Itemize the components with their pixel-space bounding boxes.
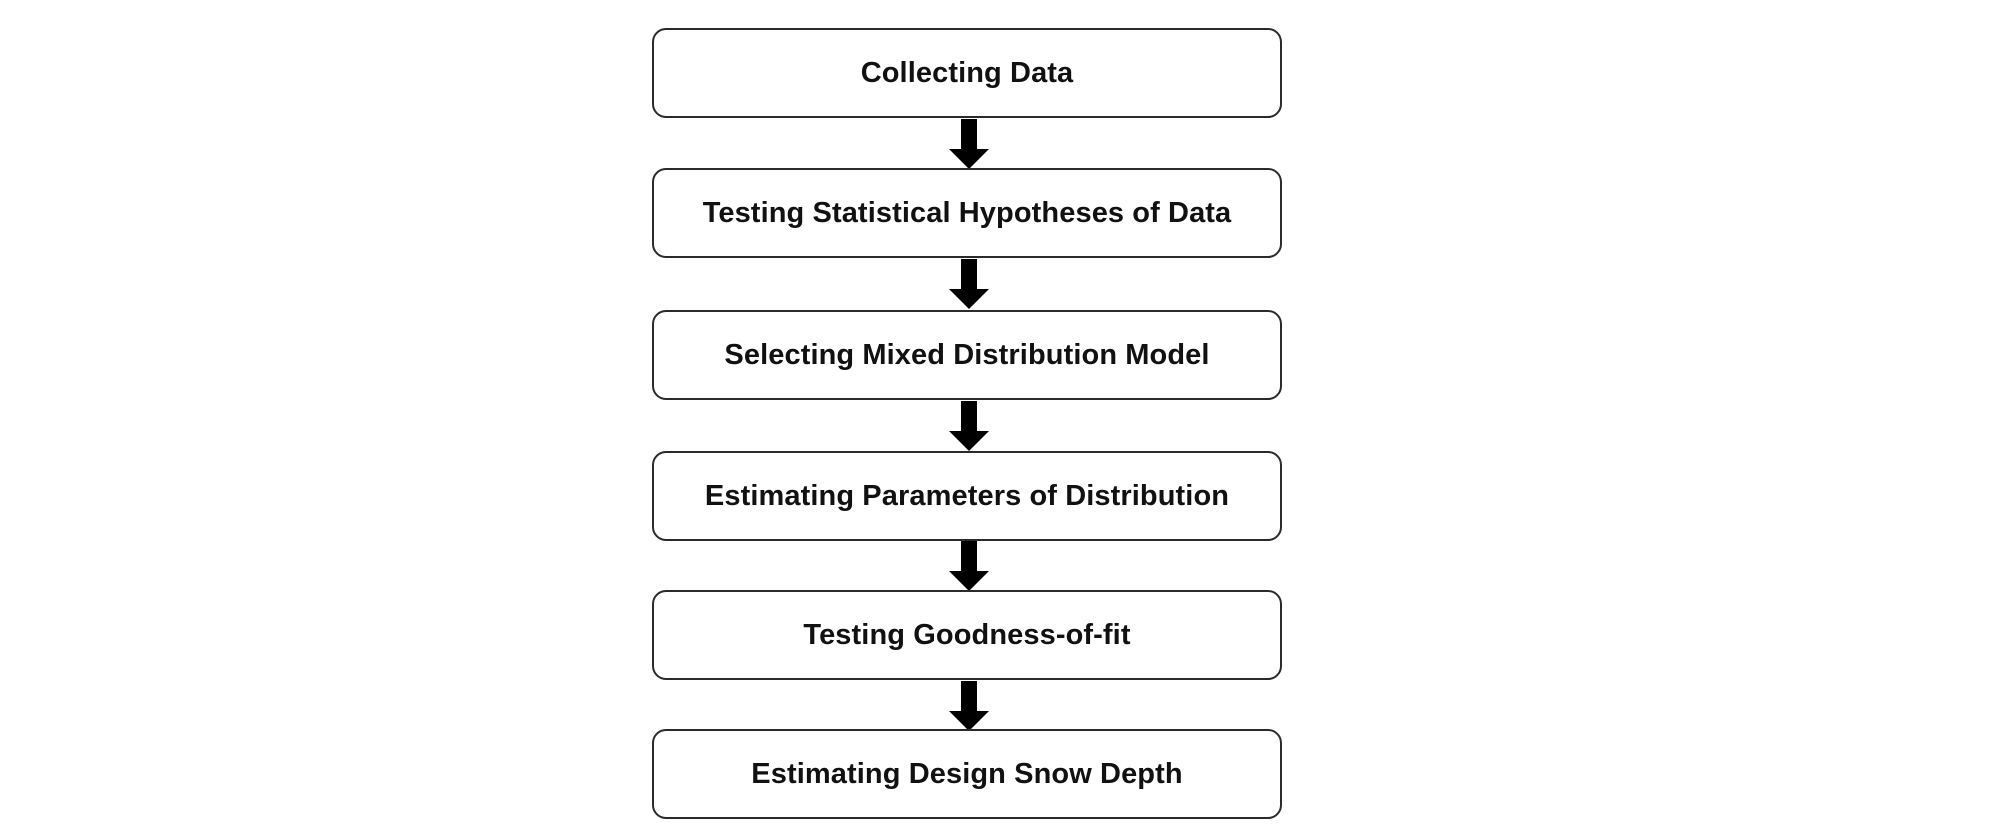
- step-box-selecting-model: Selecting Mixed Distribution Model: [652, 310, 1282, 400]
- step-label: Selecting Mixed Distribution Model: [724, 338, 1210, 371]
- step-box-estimating-snow-depth: Estimating Design Snow Depth: [652, 729, 1282, 819]
- down-arrow-icon: [949, 541, 989, 591]
- step-label: Estimating Parameters of Distribution: [704, 479, 1230, 512]
- step-box-estimating-parameters: Estimating Parameters of Distribution: [652, 451, 1282, 541]
- down-arrow-icon: [949, 401, 989, 451]
- down-arrow-icon: [949, 259, 989, 309]
- step-box-testing-goodness-of-fit: Testing Goodness-of-fit: [652, 590, 1282, 680]
- step-box-collecting-data: Collecting Data: [652, 28, 1282, 118]
- step-label: Testing Statistical Hypotheses of Data: [702, 196, 1232, 229]
- step-label: Testing Goodness-of-fit: [803, 618, 1131, 651]
- step-box-testing-hypotheses: Testing Statistical Hypotheses of Data: [652, 168, 1282, 258]
- step-label: Estimating Design Snow Depth: [751, 757, 1183, 790]
- down-arrow-icon: [949, 119, 989, 169]
- down-arrow-icon: [949, 681, 989, 731]
- step-label: Collecting Data: [860, 56, 1074, 89]
